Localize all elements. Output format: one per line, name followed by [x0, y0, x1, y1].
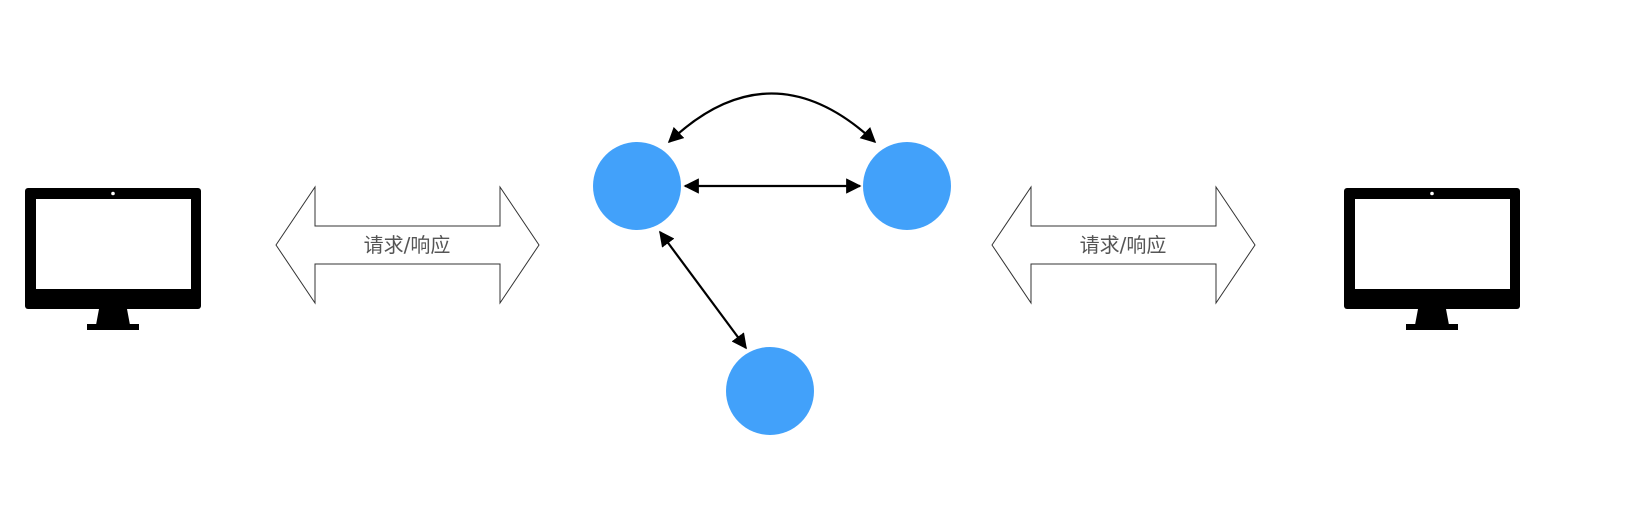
right-computer-icon: [1344, 188, 1520, 330]
node-c: [726, 347, 814, 435]
left-computer-icon: [25, 188, 201, 330]
node-a: [593, 142, 681, 230]
node-a-to-node-b-curved-connector: [667, 92, 877, 144]
right-request-response-arrow: 请求/响应: [991, 185, 1256, 305]
left-link-label: 请求/响应: [364, 233, 451, 257]
right-link-label: 请求/响应: [1080, 233, 1167, 257]
node-b: [863, 142, 951, 230]
node-a-to-node-c-connector: [659, 230, 747, 350]
left-request-response-arrow: 请求/响应: [275, 185, 540, 305]
